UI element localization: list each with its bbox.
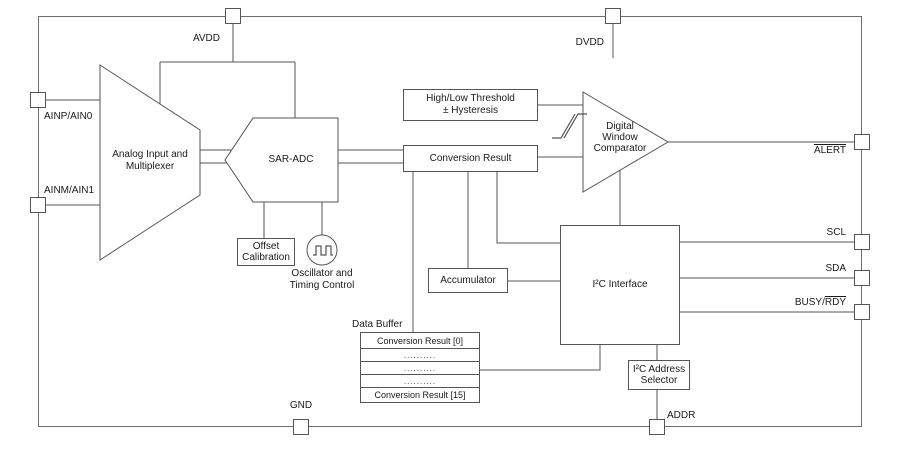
pin-scl	[854, 234, 870, 250]
comparator-label: Digital Window Comparator	[593, 121, 647, 154]
ainp-ain0-label: AINP/AIN0	[44, 111, 93, 122]
data-buffer-row: Conversion Result [15]	[361, 387, 479, 402]
dvdd-label: DVDD	[575, 37, 604, 48]
i2c-interface-block: I²C Interface	[560, 225, 680, 345]
sar-adc-shape	[224, 117, 339, 203]
pin-sda	[854, 270, 870, 286]
conversion-result-block: Conversion Result	[403, 145, 538, 172]
data-buffer-row: ..........	[361, 348, 479, 361]
hysteresis-icon	[552, 113, 576, 139]
avdd-label: AVDD	[192, 33, 220, 44]
busy-rdy-label: BUSY/RDY	[794, 297, 846, 308]
accumulator-block: Accumulator	[428, 268, 508, 293]
gnd-label: GND	[289, 400, 313, 411]
comparator-shape	[582, 91, 669, 193]
sda-label: SDA	[825, 263, 846, 274]
data-buffer-table: Conversion Result [0] .......... .......…	[360, 332, 480, 403]
pin-busy-rdy	[854, 304, 870, 320]
pin-gnd	[293, 419, 309, 435]
mux-label: Analog Input and Multiplexer	[112, 149, 188, 172]
data-buffer-label: Data Buffer	[352, 319, 403, 330]
pin-avdd	[225, 8, 241, 24]
sar-adc-label: SAR-ADC	[268, 154, 314, 165]
data-buffer-row: Conversion Result [0]	[376, 335, 464, 346]
data-buffer-row: ..........	[361, 361, 479, 374]
pin-dvdd	[605, 8, 621, 24]
alert-label: ALERT	[813, 145, 846, 156]
hysteresis-icon-2	[563, 113, 587, 139]
oscillator-shape	[306, 234, 338, 266]
pin-ainm-ain1	[30, 197, 46, 213]
threshold-block: High/Low Threshold ± Hysteresis	[403, 89, 538, 121]
wire-cr-i2c	[496, 171, 561, 244]
mux-shape	[99, 64, 201, 261]
chip-boundary	[38, 16, 862, 427]
pin-alert	[854, 134, 870, 150]
clock-waveform-icon	[313, 245, 333, 256]
wire-databuffer-i2c	[479, 344, 601, 371]
pin-addr	[649, 419, 665, 435]
oscillator-label: Oscillator and Timing Control	[289, 268, 355, 291]
data-buffer-row: ..........	[361, 374, 479, 387]
ainm-ain1-label: AINM/AIN1	[44, 185, 95, 196]
pin-ainp-ain0	[30, 92, 46, 108]
scl-label: SCL	[826, 227, 846, 238]
offset-calibration-block: Offset Calibration	[237, 238, 295, 266]
addr-label: ADDR	[667, 410, 696, 421]
i2c-address-selector-block: I²C Address Selector	[628, 360, 690, 390]
